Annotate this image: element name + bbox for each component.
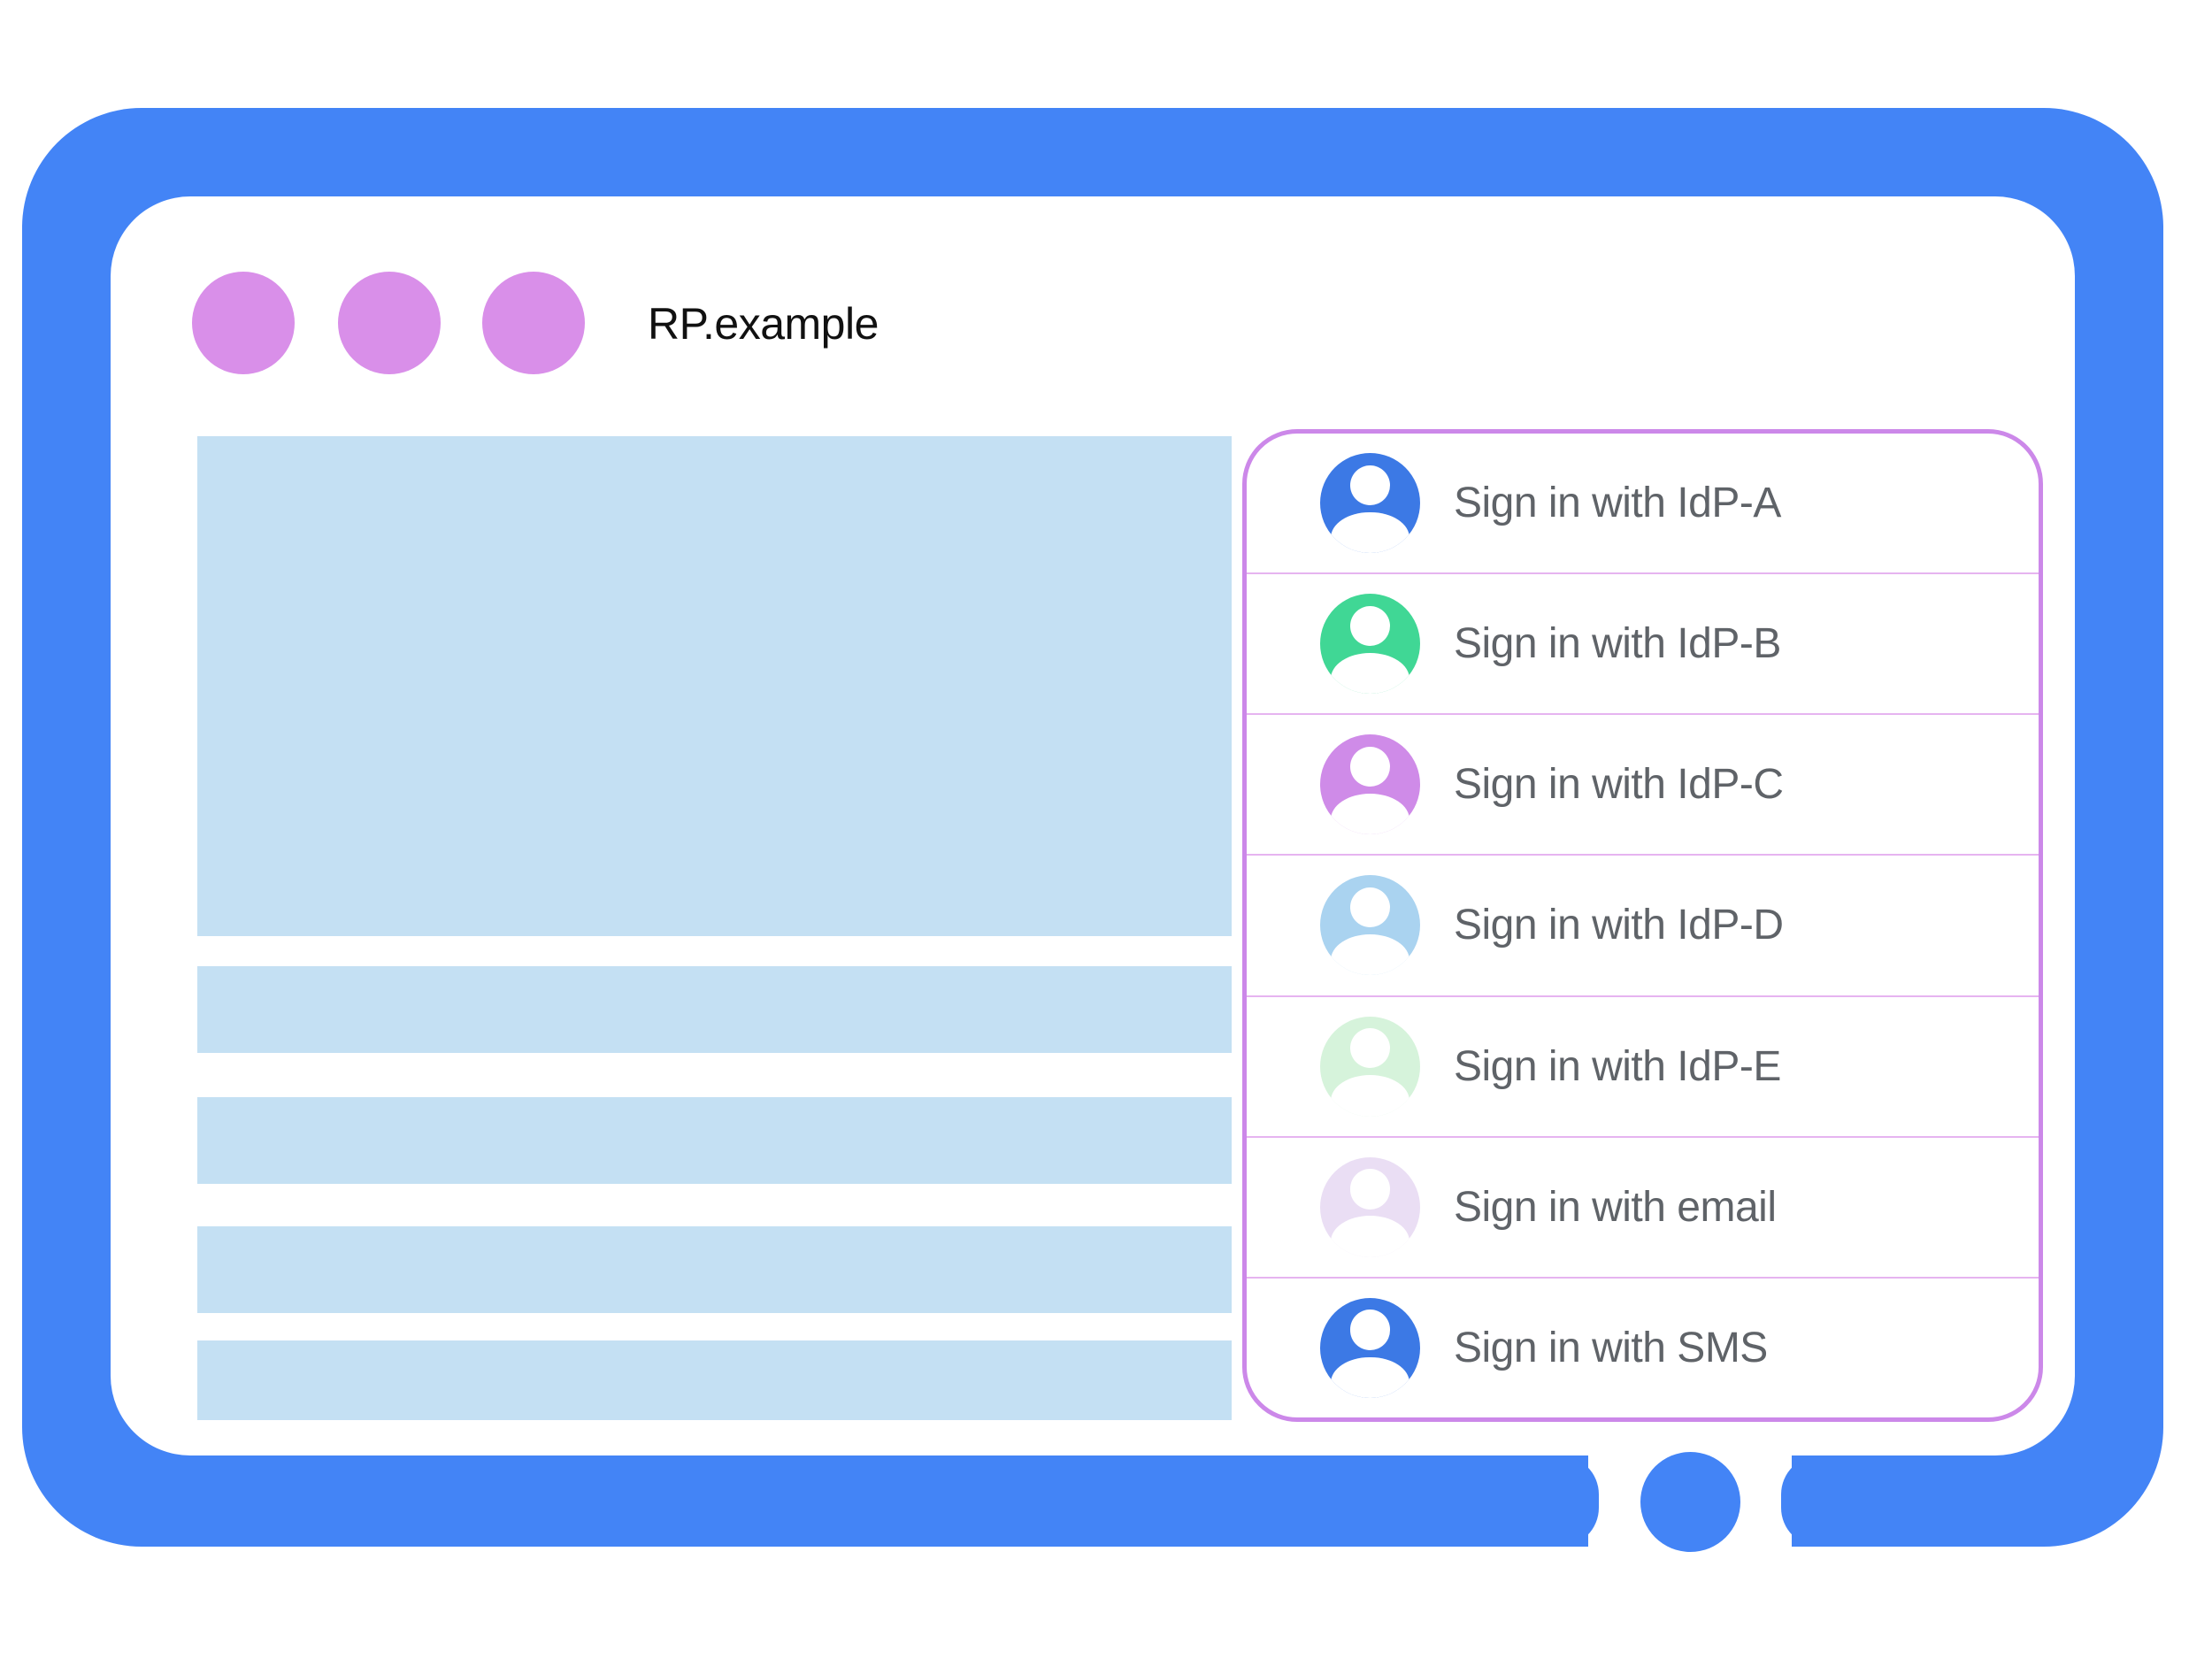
person-avatar-icon bbox=[1320, 453, 1420, 554]
signin-option-idp-c[interactable]: Sign in with IdP-C bbox=[1247, 715, 2039, 856]
signin-option-idp-b[interactable]: Sign in with IdP-B bbox=[1247, 574, 2039, 716]
signin-option-label: Sign in with IdP-B bbox=[1454, 620, 1781, 668]
signin-option-idp-a[interactable]: Sign in with IdP-A bbox=[1247, 434, 2039, 575]
avatar-shoulders bbox=[1331, 794, 1409, 835]
content-placeholder-line bbox=[197, 1340, 1232, 1420]
content-placeholder-line bbox=[197, 1226, 1232, 1313]
window-dot-icon bbox=[338, 272, 441, 374]
person-avatar-icon bbox=[1320, 734, 1420, 835]
signin-option-idp-d[interactable]: Sign in with IdP-D bbox=[1247, 856, 2039, 997]
frame-bottom-band-right-cap bbox=[1781, 1455, 1854, 1547]
window-dot-icon bbox=[192, 272, 295, 374]
content-placeholder-hero bbox=[197, 436, 1232, 936]
signin-option-label: Sign in with IdP-A bbox=[1454, 480, 1781, 527]
signin-option-label: Sign in with IdP-E bbox=[1454, 1042, 1781, 1090]
signin-option-sms[interactable]: Sign in with SMS bbox=[1247, 1279, 2039, 1417]
signin-option-label: Sign in with SMS bbox=[1454, 1324, 1768, 1371]
frame-bottom-band-left-cap bbox=[1526, 1455, 1599, 1547]
person-avatar-icon bbox=[1320, 594, 1420, 695]
avatar-head bbox=[1349, 605, 1391, 646]
avatar-head bbox=[1349, 1169, 1391, 1210]
window-dot-icon bbox=[482, 272, 585, 374]
signin-option-label: Sign in with IdP-C bbox=[1454, 761, 1784, 809]
avatar-head bbox=[1349, 887, 1391, 928]
avatar-head bbox=[1349, 1310, 1391, 1350]
signin-option-email[interactable]: Sign in with email bbox=[1247, 1138, 2039, 1279]
avatar-shoulders bbox=[1331, 652, 1409, 695]
signin-option-label: Sign in with IdP-D bbox=[1454, 902, 1784, 949]
avatar-shoulders bbox=[1331, 1356, 1409, 1398]
avatar-shoulders bbox=[1331, 1075, 1409, 1117]
person-avatar-icon bbox=[1320, 1156, 1420, 1257]
avatar-shoulders bbox=[1331, 511, 1409, 554]
person-avatar-icon bbox=[1320, 1297, 1420, 1398]
avatar-head bbox=[1349, 465, 1391, 505]
home-button bbox=[1640, 1452, 1740, 1552]
signin-panel: Sign in with IdP-A Sign in with IdP-B Si… bbox=[1242, 429, 2043, 1422]
content-placeholder-line bbox=[197, 966, 1232, 1053]
avatar-head bbox=[1349, 1028, 1391, 1069]
content-placeholder-line bbox=[197, 1097, 1232, 1184]
avatar-shoulders bbox=[1331, 1216, 1409, 1257]
avatar-head bbox=[1349, 746, 1391, 787]
signin-option-label: Sign in with email bbox=[1454, 1183, 1777, 1231]
person-avatar-icon bbox=[1320, 875, 1420, 976]
signin-option-idp-e[interactable]: Sign in with IdP-E bbox=[1247, 997, 2039, 1138]
page-title: RP.example bbox=[648, 299, 879, 349]
avatar-shoulders bbox=[1331, 934, 1409, 976]
person-avatar-icon bbox=[1320, 1016, 1420, 1117]
